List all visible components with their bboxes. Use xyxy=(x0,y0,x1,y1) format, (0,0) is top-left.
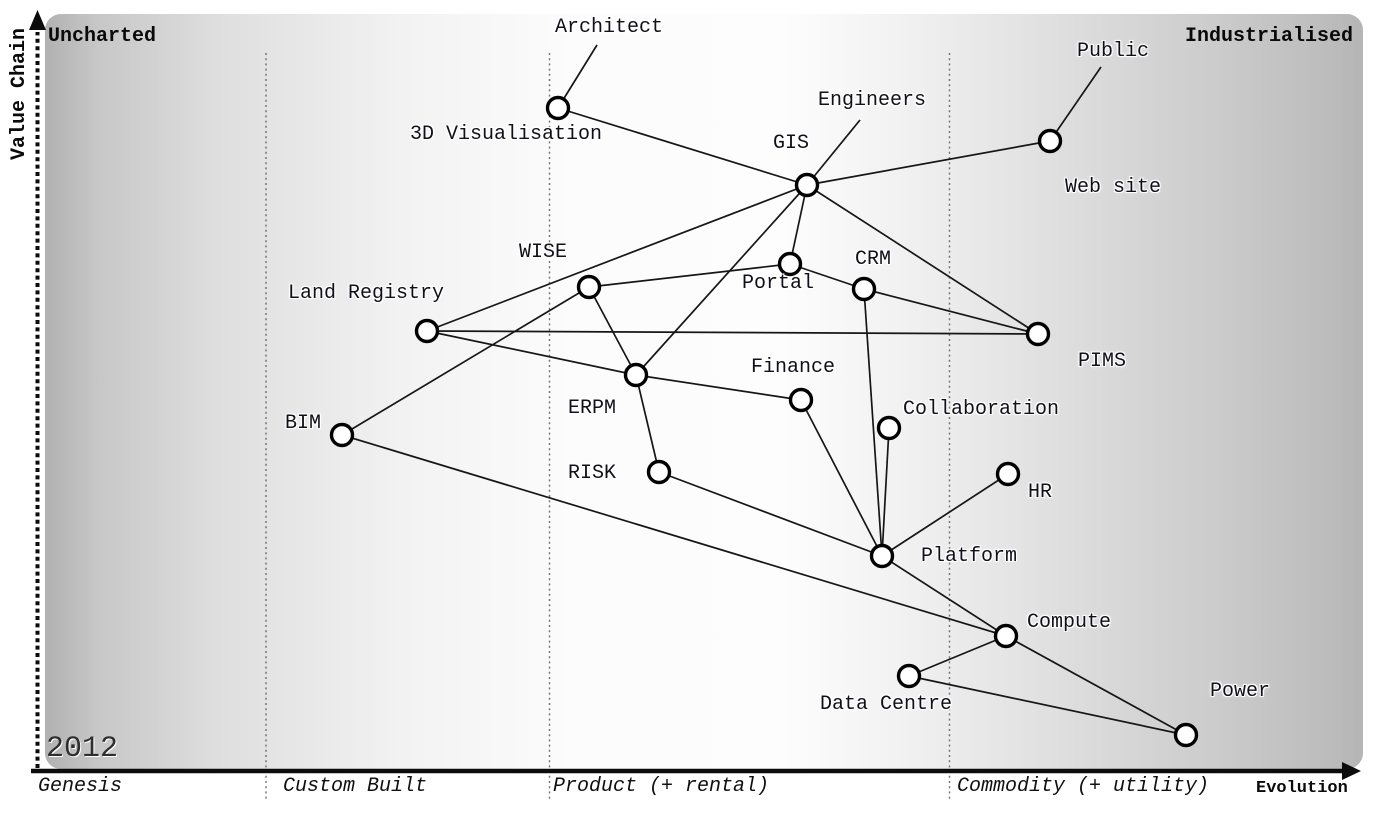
edges-layer xyxy=(341,44,1187,736)
year-label: 2012 xyxy=(46,732,119,766)
node-finance[interactable] xyxy=(788,387,814,413)
label-landregistry: Land Registry xyxy=(288,282,445,305)
label-hr: HR xyxy=(1028,481,1053,504)
edge-gis-landregistry xyxy=(426,184,808,332)
node-vis3d[interactable] xyxy=(545,95,571,121)
edge-bim-wise xyxy=(341,286,590,436)
label-gis: GIS xyxy=(773,132,810,155)
label-website: Web site xyxy=(1065,176,1162,199)
stage-label-1: Genesis xyxy=(38,775,123,798)
edge-website-gis xyxy=(806,140,1051,186)
node-platform[interactable] xyxy=(869,543,895,569)
edge-gis-erpm xyxy=(635,184,808,376)
node-gis[interactable] xyxy=(794,172,820,198)
node-erpm[interactable] xyxy=(623,362,649,388)
label-platform: Platform xyxy=(921,545,1018,568)
region-label-industrialised: Industrialised xyxy=(1185,25,1354,48)
node-website[interactable] xyxy=(1037,128,1063,154)
label-vis3d: 3D Visualisation xyxy=(410,123,603,146)
label-engineers: Engineers xyxy=(818,89,927,112)
edge-gis-pims xyxy=(806,184,1039,335)
edge-crm-platform xyxy=(863,288,883,557)
stage-label-3: Product (+ rental) xyxy=(553,775,770,798)
edge-gis-portal xyxy=(789,184,808,265)
label-datacentre: Data Centre xyxy=(820,693,953,716)
node-pims[interactable] xyxy=(1025,321,1051,347)
label-crm: CRM xyxy=(855,248,892,271)
node-hr[interactable] xyxy=(995,461,1021,487)
edge-finance-platform xyxy=(800,399,883,557)
label-pims: PIMS xyxy=(1078,350,1127,373)
edge-bim-compute xyxy=(341,434,1007,637)
label-risk: RISK xyxy=(568,462,617,485)
stage-label-4: Commodity (+ utility) xyxy=(957,775,1210,798)
label-finance: Finance xyxy=(751,356,836,379)
label-power: Power xyxy=(1210,680,1271,703)
edge-datacentre-compute xyxy=(908,635,1007,677)
edge-erpm-risk xyxy=(635,374,660,473)
edge-vis3d-gis xyxy=(557,107,808,186)
y-axis-label: Value Chain xyxy=(8,27,31,160)
node-wise[interactable] xyxy=(576,274,602,300)
edge-hr-platform xyxy=(881,473,1009,557)
edge-public-website xyxy=(1049,66,1102,142)
edge-portal-crm xyxy=(789,263,865,290)
nodes-layer xyxy=(329,95,1199,748)
edge-erpm-finance xyxy=(635,374,802,401)
node-bim[interactable] xyxy=(329,422,355,448)
node-risk[interactable] xyxy=(646,459,672,485)
edge-landregistry-erpm xyxy=(426,330,637,376)
edge-collaboration-platform xyxy=(881,427,890,557)
label-wise: WISE xyxy=(519,241,568,264)
stage-label-2: Custom Built xyxy=(283,775,428,798)
label-collaboration: Collaboration xyxy=(903,398,1060,421)
node-portal[interactable] xyxy=(777,251,803,277)
label-portal: Portal xyxy=(742,272,815,295)
stage-separators xyxy=(265,53,951,800)
label-public: Public xyxy=(1077,40,1150,63)
map-background xyxy=(45,14,1363,769)
edge-landregistry-pims xyxy=(426,330,1039,335)
node-collaboration[interactable] xyxy=(876,415,902,441)
evolution-axis-arrow-icon xyxy=(1342,762,1361,780)
edge-compute-power xyxy=(1005,635,1187,736)
label-compute: Compute xyxy=(1027,611,1112,634)
edge-datacentre-power xyxy=(908,675,1187,736)
edge-crm-pims xyxy=(863,288,1039,335)
edge-risk-platform xyxy=(658,471,883,557)
region-label-uncharted: Uncharted xyxy=(48,25,157,48)
label-erpm: ERPM xyxy=(568,397,617,420)
label-bim: BIM xyxy=(285,412,322,435)
edge-architect-vis3d xyxy=(557,44,598,109)
node-power[interactable] xyxy=(1173,722,1199,748)
label-architect: Architect xyxy=(555,16,664,39)
edge-engineers-gis xyxy=(806,119,861,186)
x-axis-label: Evolution xyxy=(1256,779,1348,798)
edge-wise-erpm xyxy=(588,286,637,376)
node-landregistry[interactable] xyxy=(414,318,440,344)
value-chain-axis-arrow-icon xyxy=(29,10,46,30)
node-crm[interactable] xyxy=(851,276,877,302)
edge-wise-portal xyxy=(588,263,791,288)
node-datacentre[interactable] xyxy=(896,663,922,689)
node-compute[interactable] xyxy=(993,623,1019,649)
edge-platform-compute xyxy=(881,555,1007,637)
